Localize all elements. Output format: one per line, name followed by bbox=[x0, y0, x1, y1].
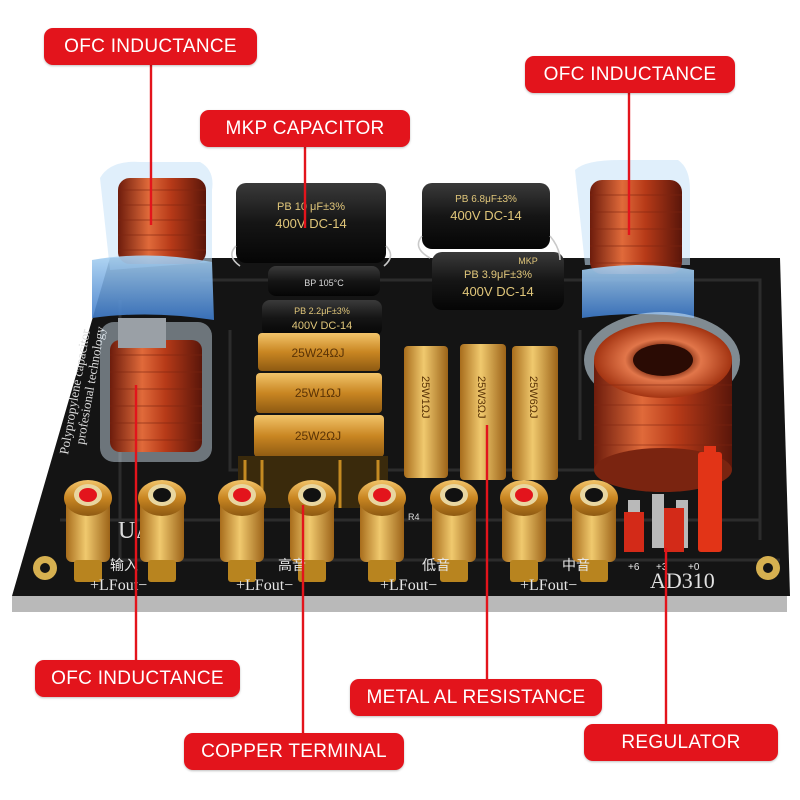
callout-ofc-inductance-bottom-left: OFC INDUCTANCE bbox=[35, 660, 240, 697]
black-copper-terminal[interactable] bbox=[430, 480, 478, 582]
svg-text:25W1ΩJ: 25W1ΩJ bbox=[295, 386, 341, 400]
mkp-capacitor-3: MKP PB 3.9μF±3% 400V DC-14 bbox=[432, 252, 564, 310]
model-label: AD310 bbox=[650, 568, 715, 593]
svg-text:PB 6.8μF±3%: PB 6.8μF±3% bbox=[455, 194, 517, 205]
svg-text:400V DC-14: 400V DC-14 bbox=[450, 208, 522, 223]
black-copper-terminal[interactable] bbox=[288, 480, 336, 582]
svg-text:低音: 低音 bbox=[422, 557, 450, 574]
svg-text:+6: +6 bbox=[628, 562, 640, 573]
svg-text:25W6ΩJ: 25W6ΩJ bbox=[527, 376, 539, 418]
svg-text:400V DC-14: 400V DC-14 bbox=[462, 284, 534, 299]
metal-al-resistor-2: 25W1ΩJ bbox=[256, 373, 382, 413]
svg-text:PB 10 μF±3%: PB 10 μF±3% bbox=[277, 201, 345, 213]
svg-text:+LFout−: +LFout− bbox=[90, 577, 147, 594]
svg-text:+LFout−: +LFout− bbox=[236, 577, 293, 594]
r4-label: R4 bbox=[408, 512, 420, 522]
svg-text:400V DC-14: 400V DC-14 bbox=[292, 320, 353, 332]
red-copper-terminal[interactable] bbox=[64, 480, 112, 582]
metal-al-resistor-1: 25W24ΩJ bbox=[258, 333, 380, 371]
svg-text:输入: 输入 bbox=[110, 558, 138, 574]
svg-text:中音: 中音 bbox=[562, 557, 590, 574]
svg-text:PB 3.9μF±3%: PB 3.9μF±3% bbox=[464, 269, 532, 281]
copper-terminals bbox=[64, 480, 618, 582]
callout-ofc-inductance-top-left: OFC INDUCTANCE bbox=[44, 28, 257, 65]
ofc-coil-top-left bbox=[92, 161, 214, 320]
mkp-capacitor-1: PB 10 μF±3% 400V DC-14 bbox=[236, 183, 386, 263]
svg-text:+0: +0 bbox=[688, 562, 700, 573]
metal-al-resistor-5: 25W3ΩJ bbox=[460, 344, 506, 480]
svg-text:+LFout−: +LFout− bbox=[380, 577, 437, 594]
svg-text:MKP: MKP bbox=[518, 256, 538, 266]
terminal-labels: 输入 +LFout− 高音 +LFout− 低音 +LFout− 中音 +LFo… bbox=[90, 557, 590, 594]
ofc-coil-bottom-right bbox=[584, 312, 740, 492]
regulator-jumper[interactable]: +6 +3 +0 bbox=[624, 446, 722, 573]
mkp-capacitor-4: PB 2.2μF±3% 400V DC-14 bbox=[262, 300, 382, 336]
svg-text:25W3ΩJ: 25W3ΩJ bbox=[475, 376, 487, 418]
svg-text:400V DC-14: 400V DC-14 bbox=[275, 216, 347, 231]
ofc-coil-bottom-left bbox=[100, 318, 212, 462]
callout-metal-al-resistance: METAL AL RESISTANCE bbox=[350, 679, 602, 716]
callout-leader-lines bbox=[134, 65, 668, 733]
svg-text:25W2ΩJ: 25W2ΩJ bbox=[295, 429, 341, 443]
svg-text:+LFout−: +LFout− bbox=[520, 577, 577, 594]
metal-al-resistor-3: 25W2ΩJ bbox=[254, 415, 384, 457]
black-copper-terminal[interactable] bbox=[138, 480, 186, 582]
svg-text:PB 2.2μF±3%: PB 2.2μF±3% bbox=[294, 306, 350, 316]
svg-text:BP 105°C: BP 105°C bbox=[304, 278, 344, 288]
red-copper-terminal[interactable] bbox=[218, 480, 266, 582]
capacitor-leads bbox=[231, 235, 561, 267]
ofc-coil-top-right bbox=[575, 160, 694, 318]
svg-text:+3: +3 bbox=[656, 562, 668, 573]
board-edge bbox=[12, 596, 787, 612]
black-copper-terminal[interactable] bbox=[570, 480, 618, 582]
callout-copper-terminal: COPPER TERMINAL bbox=[184, 733, 404, 770]
red-copper-terminal[interactable] bbox=[500, 480, 548, 582]
metal-al-resistor-4: 25W1ΩJ bbox=[404, 346, 448, 478]
svg-text:高音: 高音 bbox=[278, 557, 306, 574]
mkp-capacitor-2: PB 6.8μF±3% 400V DC-14 bbox=[422, 183, 550, 249]
metal-al-resistor-6: 25W6ΩJ bbox=[512, 346, 558, 480]
callout-regulator: REGULATOR bbox=[584, 724, 778, 761]
callout-ofc-inductance-top-right: OFC INDUCTANCE bbox=[525, 56, 735, 93]
red-copper-terminal[interactable] bbox=[358, 480, 406, 582]
svg-text:25W1ΩJ: 25W1ΩJ bbox=[419, 376, 431, 418]
callout-mkp-capacitor: MKP CAPACITOR bbox=[200, 110, 410, 147]
mkp-capacitor-5: BP 105°C bbox=[268, 266, 380, 296]
svg-text:25W24ΩJ: 25W24ΩJ bbox=[292, 346, 345, 360]
